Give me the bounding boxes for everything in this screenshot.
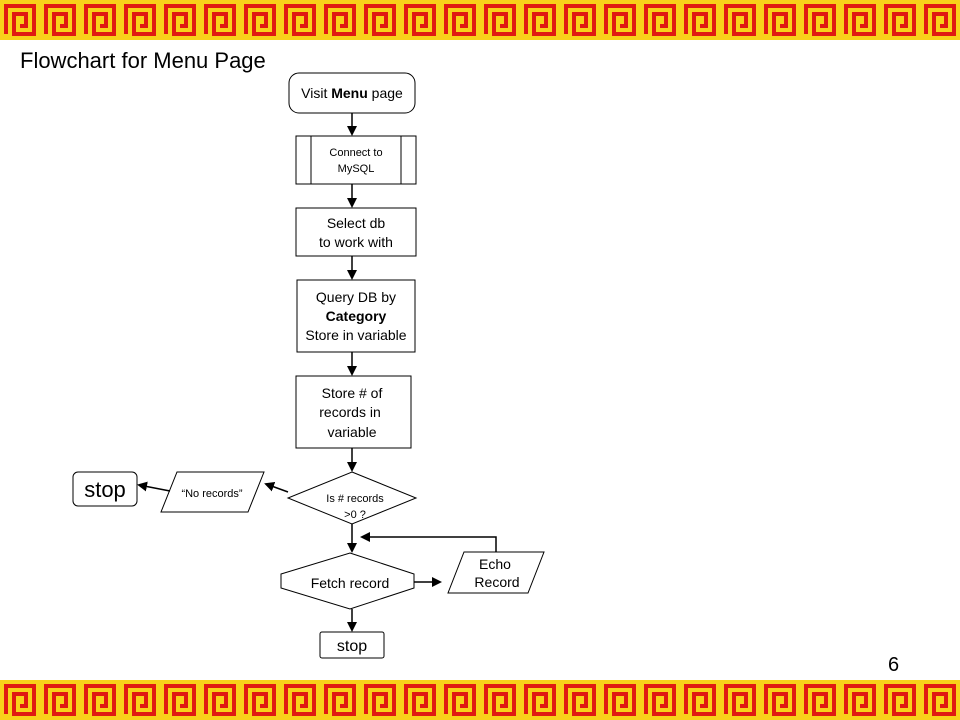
fetch-record-node: Fetch record <box>280 552 415 610</box>
greek-key-tile <box>884 4 916 36</box>
greek-key-tile <box>444 4 476 36</box>
arrow-no-records-to-stop <box>137 481 171 492</box>
greek-key-tile <box>604 684 636 716</box>
visit-menu-label: Visit Menu page <box>301 85 403 101</box>
greek-key-tile <box>44 684 76 716</box>
greek-key-tile <box>4 4 36 36</box>
greek-key-tile <box>284 684 316 716</box>
no-records-output-node: “No records” <box>160 471 265 513</box>
store-count-line2: records in <box>319 404 380 420</box>
select-db-node: Select db to work with <box>295 207 417 257</box>
echo-record-line1: Echo <box>479 556 511 572</box>
greek-key-tile <box>924 4 956 36</box>
select-db-line2: to work with <box>319 234 393 250</box>
greek-key-tile <box>4 684 36 716</box>
greek-key-tile <box>884 684 916 716</box>
greek-key-tile <box>244 684 276 716</box>
greek-key-tile <box>684 684 716 716</box>
greek-key-tile <box>124 684 156 716</box>
greek-key-tile <box>164 684 196 716</box>
greek-key-tile <box>404 4 436 36</box>
greek-key-tile <box>84 4 116 36</box>
greek-key-tile <box>244 4 276 36</box>
greek-key-tile <box>764 684 796 716</box>
greek-key-tile <box>164 4 196 36</box>
stop-bottom-label: stop <box>337 638 367 655</box>
greek-key-tile <box>844 684 876 716</box>
greek-key-tile <box>524 4 556 36</box>
greek-key-tile <box>804 684 836 716</box>
greek-key-tile <box>644 684 676 716</box>
border-background <box>0 0 960 40</box>
border-background <box>0 680 960 720</box>
greek-key-tile <box>644 4 676 36</box>
store-count-line3: variable <box>327 424 376 440</box>
no-records-label: “No records” <box>181 488 242 500</box>
arrow-echo-loop-back <box>360 532 497 552</box>
store-count-node: Store # of records in variable <box>295 375 412 449</box>
bottom-border-pattern <box>0 680 960 720</box>
arrow-decision-to-no-records <box>264 482 289 493</box>
greek-key-tile <box>604 4 636 36</box>
fetch-record-label: Fetch record <box>311 575 390 591</box>
query-db-line2: Category <box>326 308 387 324</box>
greek-key-tile <box>124 4 156 36</box>
stop-left-node: stop <box>72 471 138 507</box>
greek-key-tile <box>804 4 836 36</box>
greek-key-tile <box>444 684 476 716</box>
greek-key-tile <box>484 684 516 716</box>
top-border-pattern <box>0 0 960 40</box>
greek-key-tile <box>44 4 76 36</box>
greek-key-tile <box>524 684 556 716</box>
query-db-node: Query DB by Category Store in variable <box>296 279 416 353</box>
greek-key-tile <box>204 684 236 716</box>
greek-key-tile <box>204 4 236 36</box>
greek-key-tile <box>724 684 756 716</box>
greek-key-tile <box>404 684 436 716</box>
stop-bottom-node: stop <box>319 631 385 659</box>
greek-key-tile <box>684 4 716 36</box>
connect-mysql-line1: Connect to <box>329 147 382 159</box>
greek-key-tile <box>564 684 596 716</box>
greek-key-tile <box>924 684 956 716</box>
query-db-line1: Query DB by <box>316 289 396 305</box>
echo-record-line2: Record <box>474 574 519 590</box>
store-count-line1: Store # of <box>322 385 383 401</box>
top-border-decoration <box>0 0 960 40</box>
greek-key-tile <box>564 4 596 36</box>
greek-key-tile <box>284 4 316 36</box>
greek-key-tile <box>364 684 396 716</box>
echo-record-output-node: Echo Record <box>447 551 545 594</box>
select-db-line1: Select db <box>327 215 386 231</box>
connect-mysql-line2: MySQL <box>338 163 375 175</box>
decision-line1: Is # records <box>326 493 384 505</box>
bottom-border-decoration <box>0 680 960 720</box>
decision-node: Is # records >0 ? <box>286 471 418 525</box>
visit-menu-node: Visit Menu page <box>288 72 416 114</box>
page-number: 6 <box>888 654 900 676</box>
greek-key-tile <box>324 684 356 716</box>
stop-left-label: stop <box>84 477 126 502</box>
connect-mysql-node: Connect to MySQL <box>295 135 417 185</box>
greek-key-tile <box>484 4 516 36</box>
greek-key-tile <box>324 4 356 36</box>
query-db-line3: Store in variable <box>305 327 406 343</box>
greek-key-tile <box>764 4 796 36</box>
greek-key-tile <box>844 4 876 36</box>
greek-key-tile <box>364 4 396 36</box>
greek-key-tile <box>84 684 116 716</box>
slide-title: Flowchart for Menu Page <box>20 48 266 73</box>
greek-key-tile <box>724 4 756 36</box>
decision-line2: >0 ? <box>344 509 366 521</box>
